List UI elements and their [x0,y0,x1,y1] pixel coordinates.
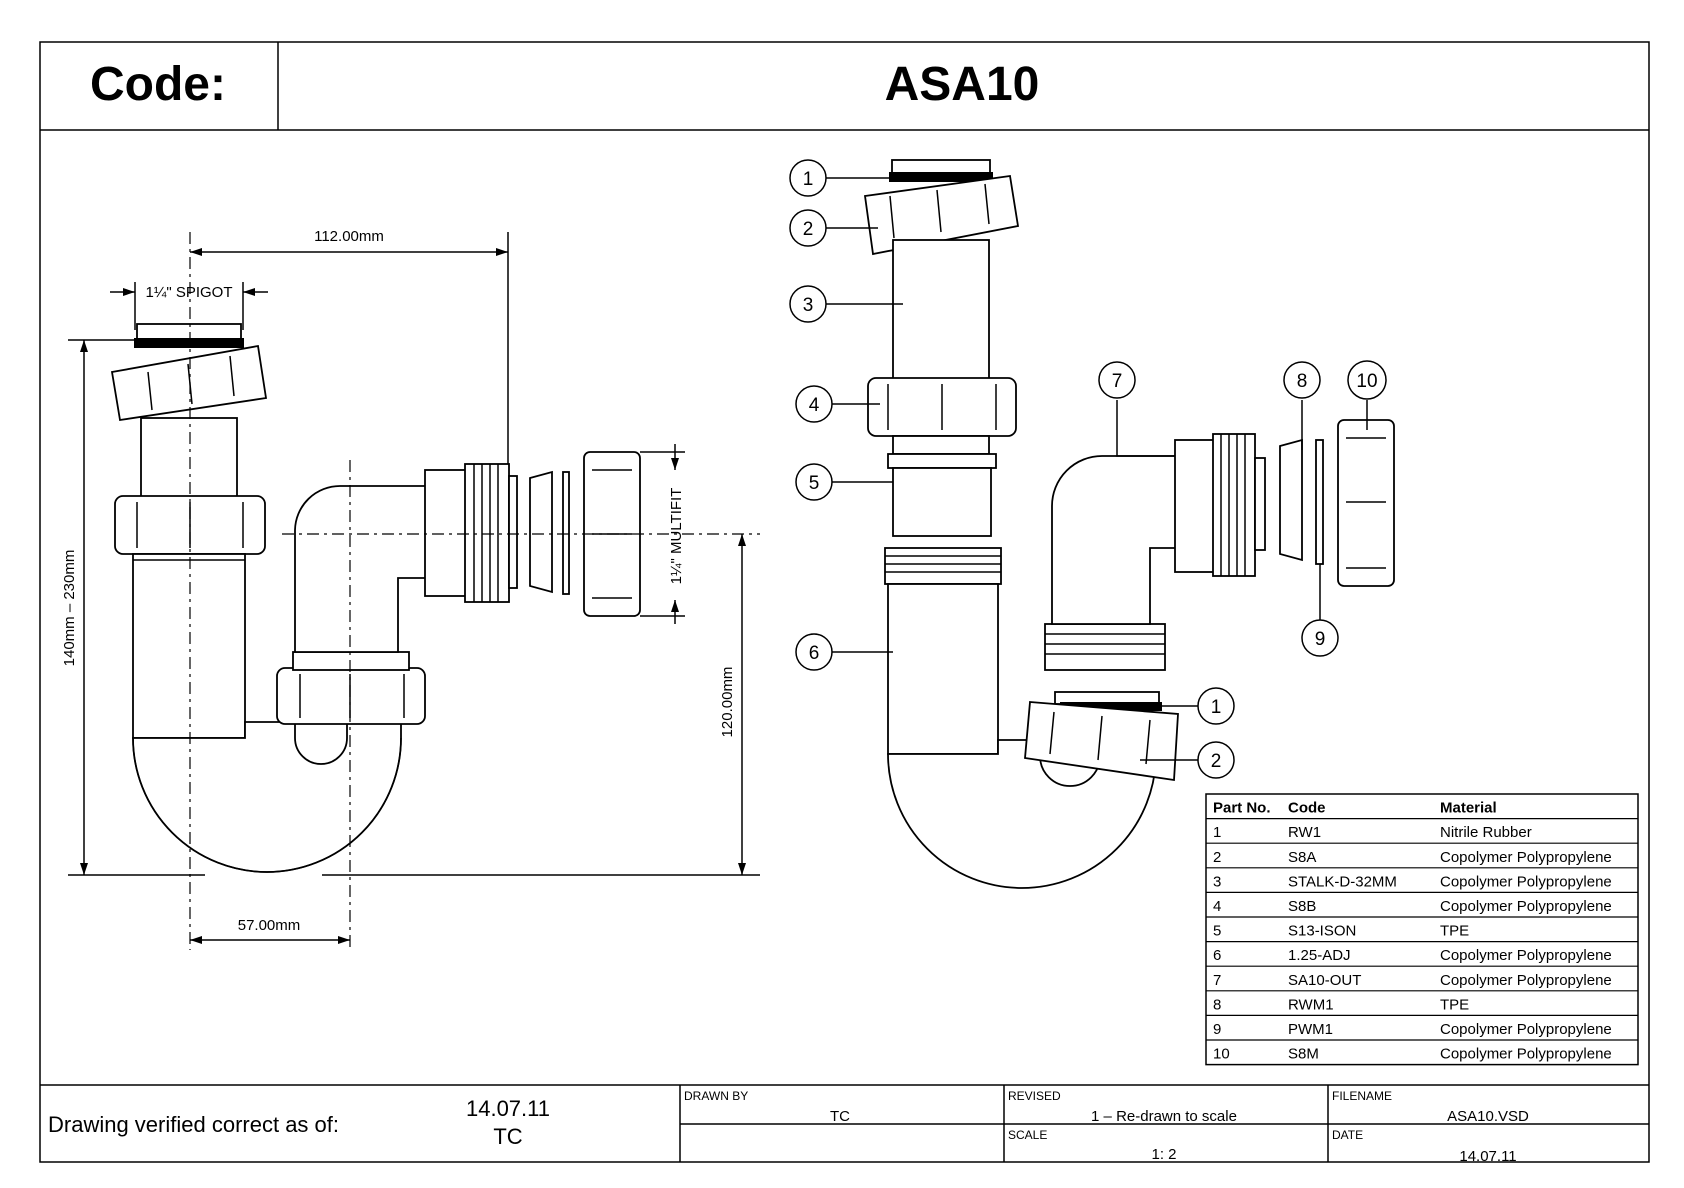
cell-part-no: 5 [1213,923,1221,940]
cell-code: S8M [1288,1046,1319,1063]
table-row: 6 1.25-ADJ Copolymer Polypropylene [1213,947,1612,964]
filename-label: FILENAME [1332,1089,1392,1103]
header-material: Material [1440,800,1497,817]
callout-7: 7 [1112,371,1123,392]
table-row: 4 S8B Copolymer Polypropylene [1213,898,1612,915]
table-row: 3 STALK-D-32MM Copolymer Polypropylene [1213,873,1612,890]
table-row: 5 S13-ISON TPE [1213,923,1469,940]
cell-material: Copolymer Polypropylene [1440,873,1612,890]
verified-by: TC [493,1124,522,1149]
cell-code: S8B [1288,898,1316,915]
scale-label: SCALE [1008,1128,1047,1142]
cell-part-no: 3 [1213,873,1221,890]
header-part-no: Part No. [1213,800,1271,817]
revised-value: 1 – Re-drawn to scale [1091,1108,1237,1125]
assembled-view [68,232,760,950]
drawn-by-label: DRAWN BY [684,1089,748,1103]
cell-code: RW1 [1288,824,1321,841]
dim-spigot: 1¼" SPIGOT [145,284,232,301]
cell-part-no: 8 [1213,996,1221,1013]
dim-112: 112.00mm [314,228,384,245]
cell-material: Copolymer Polypropylene [1440,947,1612,964]
cell-code: S8A [1288,849,1316,866]
callout-9: 9 [1315,629,1326,650]
dim-120: 120.00mm [719,667,736,738]
cell-part-no: 6 [1213,947,1221,964]
table-row: 8 RWM1 TPE [1213,996,1469,1013]
callout-5: 5 [809,473,820,494]
date-label: DATE [1332,1128,1363,1142]
cell-part-no: 2 [1213,849,1221,866]
cell-material: Copolymer Polypropylene [1440,1046,1612,1063]
sheet-frame [39,41,1650,1163]
dim-57: 57.00mm [238,917,301,934]
cell-part-no: 4 [1213,898,1221,915]
table-row: 9 PWM1 Copolymer Polypropylene [1213,1021,1612,1038]
cell-material: Copolymer Polypropylene [1440,898,1612,915]
cell-code: PWM1 [1288,1021,1333,1038]
callout-10: 10 [1356,371,1377,392]
header-code: Code [1288,800,1326,817]
callout-1-lower: 1 [1211,697,1222,718]
scale-value: 1: 2 [1151,1146,1176,1163]
callout-2-top: 2 [803,219,814,240]
table-row: 1 RW1 Nitrile Rubber [1213,824,1532,841]
callout-6: 6 [809,643,820,664]
date-value: 14.07.11 [1459,1148,1516,1165]
cell-part-no: 9 [1213,1021,1221,1038]
cell-material: Copolymer Polypropylene [1440,972,1612,989]
dim-multifit: 1¼" MULTIFIT [668,488,685,585]
drawn-by-value: TC [830,1108,850,1125]
cell-code: RWM1 [1288,996,1334,1013]
exploded-view [789,159,1395,889]
code-value: ASA10 [885,58,1040,111]
cell-material: TPE [1440,923,1469,940]
cell-material: Nitrile Rubber [1440,824,1532,841]
table-row: 7 SA10-OUT Copolymer Polypropylene [1213,972,1612,989]
verified-date: 14.07.11 [466,1096,550,1121]
callout-2-lower: 2 [1211,751,1222,772]
cell-code: S13-ISON [1288,923,1356,940]
callout-8: 8 [1297,371,1308,392]
cell-code: 1.25-ADJ [1288,947,1351,964]
cell-code: SA10-OUT [1288,972,1361,989]
cell-part-no: 1 [1213,824,1221,841]
table-row: 10 S8M Copolymer Polypropylene [1213,1046,1612,1063]
revised-label: REVISED [1008,1089,1061,1103]
code-label: Code: [90,58,226,111]
filename-value: ASA10.VSD [1447,1108,1529,1125]
callout-3: 3 [803,295,814,316]
title-block [40,1084,1649,1162]
dim-height-range: 140mm – 230mm [61,550,78,667]
table-row: 2 S8A Copolymer Polypropylene [1213,849,1612,866]
callout-1-top: 1 [803,169,814,190]
callout-4: 4 [809,395,820,416]
verified-label: Drawing verified correct as of: [48,1112,339,1137]
cell-part-no: 7 [1213,972,1221,989]
cell-material: Copolymer Polypropylene [1440,1021,1612,1038]
cell-material: Copolymer Polypropylene [1440,849,1612,866]
cell-code: STALK-D-32MM [1288,873,1397,890]
cell-part-no: 10 [1213,1046,1230,1063]
cell-material: TPE [1440,996,1469,1013]
